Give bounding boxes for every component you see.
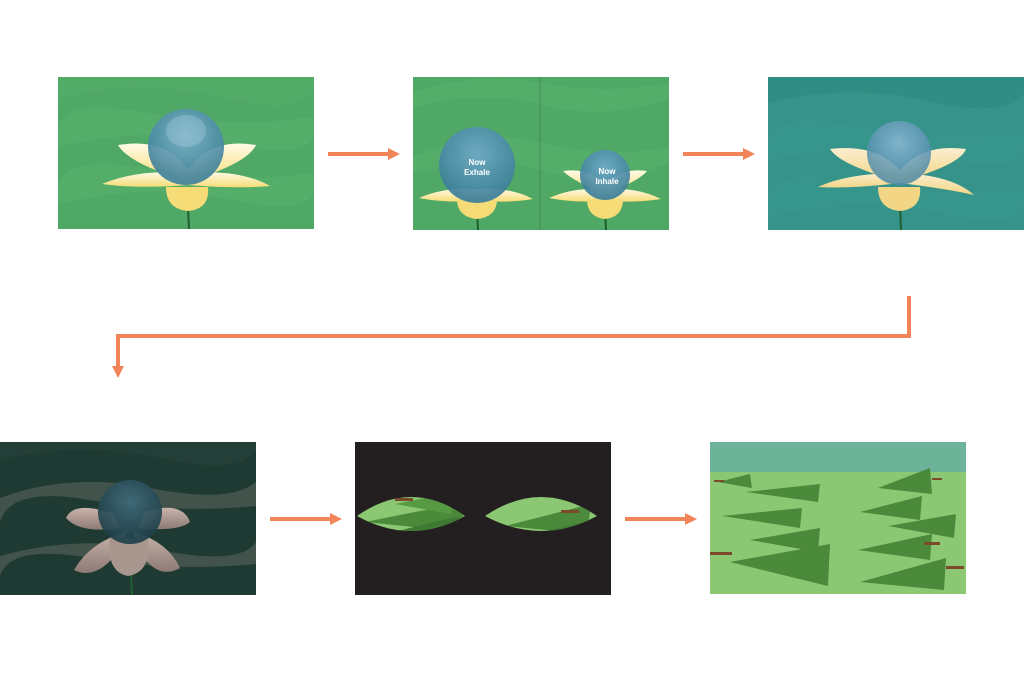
frame-breathing-sequence: Now Exhale Now Inhale xyxy=(413,77,669,230)
frame-flower-bubble xyxy=(58,77,314,229)
bubble xyxy=(867,121,931,185)
inhale-bubble xyxy=(580,150,630,200)
exhale-label-line1: Now xyxy=(469,158,487,167)
arrowhead-2-3 xyxy=(743,148,755,160)
arrowhead-1-2 xyxy=(388,148,400,160)
frame-eyes-opening xyxy=(355,442,611,595)
frame-dark-flower xyxy=(0,442,256,595)
arrowhead-5-6 xyxy=(685,513,697,525)
exhale-label-line2: Exhale xyxy=(464,168,490,177)
bubble xyxy=(148,109,224,185)
frame-teal-flower xyxy=(768,77,1024,230)
arrowhead-4-5 xyxy=(330,513,342,525)
exhale-bubble xyxy=(439,127,515,203)
frame-forest-meadow xyxy=(710,442,966,594)
inhale-label-line2: Inhale xyxy=(595,177,619,186)
arrowhead-3-4 xyxy=(112,366,124,378)
arrow-3-4 xyxy=(116,296,911,368)
inhale-label-line1: Now xyxy=(599,167,617,176)
bubble xyxy=(98,480,162,544)
